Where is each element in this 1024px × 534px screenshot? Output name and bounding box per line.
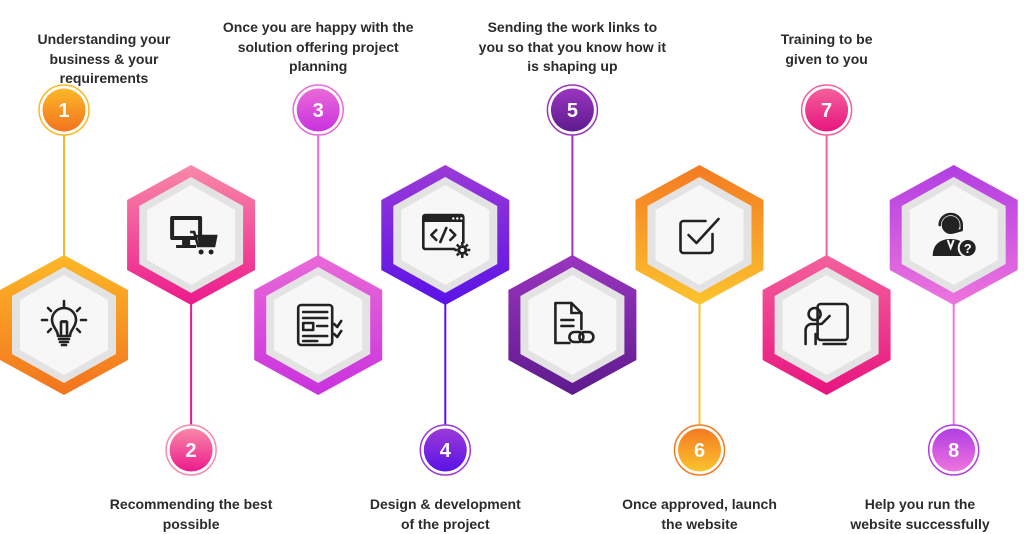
step-description: Design & development of the project bbox=[335, 495, 555, 534]
step-description: Once approved, launch the website bbox=[590, 495, 810, 534]
number-badge bbox=[805, 88, 849, 132]
hexagon-inner bbox=[20, 275, 108, 375]
step-number: 7 bbox=[821, 100, 832, 122]
description-line: Help you run the bbox=[864, 496, 976, 512]
description-line: requirements bbox=[59, 70, 149, 86]
support-agent-icon: ? bbox=[932, 212, 978, 258]
description-line: Sending the work links to bbox=[487, 19, 658, 35]
number-badge bbox=[423, 428, 467, 472]
step-number: 4 bbox=[440, 440, 452, 462]
step-number: 6 bbox=[694, 440, 705, 462]
step-number: 1 bbox=[58, 100, 69, 122]
svg-text:?: ? bbox=[964, 241, 972, 256]
step-number: 2 bbox=[186, 440, 197, 462]
step-1: 1 bbox=[0, 84, 128, 395]
description-line: Understanding your bbox=[37, 31, 171, 47]
step-8: ?8 bbox=[889, 165, 1018, 476]
lightbulb-icon bbox=[40, 299, 88, 347]
hexagon-inner bbox=[909, 185, 998, 285]
step-2: 2 bbox=[127, 165, 256, 476]
step-description: Help you run the website successfully bbox=[810, 495, 1024, 534]
step-4: 4 bbox=[381, 165, 510, 476]
hexagon-inner bbox=[782, 275, 871, 375]
number-badge bbox=[550, 88, 594, 132]
step-5: 5 bbox=[508, 84, 637, 395]
description-line: is shaping up bbox=[527, 58, 618, 74]
step-7: 7 bbox=[762, 84, 891, 395]
checkbox-icon bbox=[679, 217, 720, 255]
description-line: you so that you know how it bbox=[478, 38, 667, 55]
description-line: given to you bbox=[785, 50, 868, 67]
number-badge bbox=[42, 88, 86, 132]
planning-form-icon bbox=[296, 303, 343, 347]
step-description: Once you are happy with the solution offe… bbox=[208, 18, 428, 77]
code-window-gear-icon bbox=[421, 213, 471, 258]
number-badge bbox=[169, 428, 213, 472]
description-line: business & your bbox=[49, 50, 159, 67]
hexagon-inner bbox=[655, 185, 744, 285]
number-badge bbox=[296, 88, 340, 132]
step-6: 6 bbox=[635, 165, 764, 476]
document-link-icon bbox=[554, 301, 595, 345]
step-description: Sending the work links to you so that you… bbox=[462, 18, 682, 77]
number-badge bbox=[932, 428, 976, 472]
description-line: the website bbox=[661, 515, 738, 532]
step-number: 5 bbox=[567, 100, 578, 122]
step-number: 3 bbox=[313, 100, 324, 122]
step-description: Recommending the best possibleOnline Sel… bbox=[81, 495, 301, 534]
description-line: planning bbox=[289, 58, 348, 74]
description-line: Recommending the best possible bbox=[109, 496, 273, 532]
description-line: Once you are happy with the bbox=[222, 19, 414, 35]
step-3: 3 bbox=[254, 84, 383, 395]
step-number: 8 bbox=[948, 440, 959, 462]
description-line: Design & development bbox=[369, 496, 521, 512]
number-badge bbox=[678, 428, 721, 472]
hexagon-inner bbox=[401, 185, 490, 285]
description-line: of the project bbox=[400, 515, 490, 532]
step-description: Understanding your business & your require… bbox=[0, 30, 214, 89]
description-line: Once approved, launch bbox=[622, 496, 777, 512]
description-line: Training to be bbox=[780, 31, 873, 47]
step-description: Training to be given to you bbox=[717, 30, 937, 69]
description-line: website successfully bbox=[850, 515, 990, 532]
monitor-cart-icon bbox=[170, 216, 218, 255]
trainer-board-icon bbox=[804, 302, 849, 346]
description-line: solution offering project bbox=[237, 38, 399, 55]
